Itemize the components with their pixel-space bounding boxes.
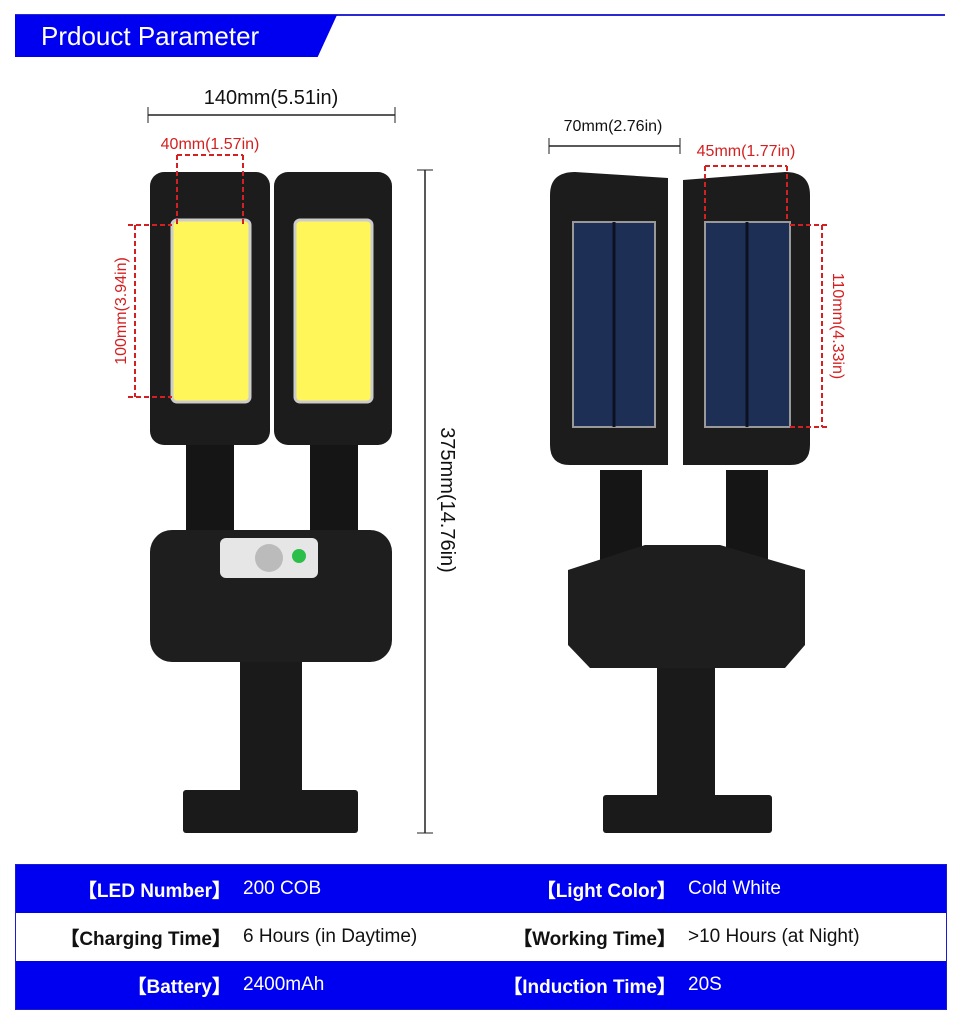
spec-label: 【Working Time】 bbox=[513, 928, 676, 950]
spec-value: 6 Hours (in Daytime) bbox=[243, 926, 418, 947]
front-body bbox=[150, 530, 392, 662]
front-hinge-right bbox=[310, 445, 358, 535]
back-view bbox=[550, 172, 810, 833]
spec-label: 【Battery】 bbox=[127, 976, 231, 998]
spec-value: 2400mAh bbox=[243, 974, 325, 995]
header-banner: Prdouct Parameter bbox=[15, 15, 337, 57]
spec-row: 【Charging Time】 6 Hours (in Daytime) 【Wo… bbox=[16, 913, 946, 961]
dimension-lines: 140mm(5.51in) 40mm(1.57in) 100mm(3.94in)… bbox=[113, 87, 846, 834]
spec-value: 200 COB bbox=[243, 878, 322, 899]
front-view bbox=[150, 172, 392, 833]
spec-label: 【LED Number】 bbox=[77, 880, 231, 902]
spec-row: 【Battery】 2400mAh 【Induction Time】 20S bbox=[16, 961, 946, 1009]
back-body bbox=[568, 545, 805, 668]
back-base bbox=[603, 795, 772, 833]
front-pole bbox=[240, 662, 302, 792]
front-hinge-left bbox=[186, 445, 234, 535]
spec-value: 20S bbox=[688, 974, 722, 995]
back-panel-width-label: 45mm(1.77in) bbox=[697, 143, 796, 160]
spec-value: >10 Hours (at Night) bbox=[688, 926, 860, 947]
spec-row: 【LED Number】 200 COB 【Light Color】 Cold … bbox=[16, 865, 946, 913]
cob-panel-right bbox=[293, 218, 374, 404]
spec-value: Cold White bbox=[688, 878, 781, 899]
header-rule bbox=[15, 14, 945, 16]
front-width-label: 140mm(5.51in) bbox=[204, 87, 339, 109]
product-illustration: 140mm(5.51in) 40mm(1.57in) 100mm(3.94in)… bbox=[113, 87, 846, 834]
front-base bbox=[183, 790, 358, 833]
total-height-label: 375mm(14.76in) bbox=[436, 427, 458, 573]
back-head-width-label: 70mm(2.76in) bbox=[564, 118, 663, 135]
spec-label: 【Light Color】 bbox=[536, 880, 676, 902]
spec-table: 【LED Number】 200 COB 【Light Color】 Cold … bbox=[15, 864, 947, 1010]
back-panel-height-label: 110mm(4.33in) bbox=[829, 273, 846, 379]
cob-panel-left bbox=[170, 218, 252, 404]
front-panel-height-label: 100mm(3.94in) bbox=[113, 257, 130, 365]
spec-label: 【Charging Time】 bbox=[60, 928, 231, 950]
page-title: Prdouct Parameter bbox=[41, 21, 260, 51]
indicator-light-icon bbox=[292, 549, 306, 563]
back-pole bbox=[657, 668, 715, 795]
front-panel-width-label: 40mm(1.57in) bbox=[161, 136, 260, 153]
pir-sensor-icon bbox=[255, 544, 283, 572]
spec-label: 【Induction Time】 bbox=[503, 976, 676, 998]
